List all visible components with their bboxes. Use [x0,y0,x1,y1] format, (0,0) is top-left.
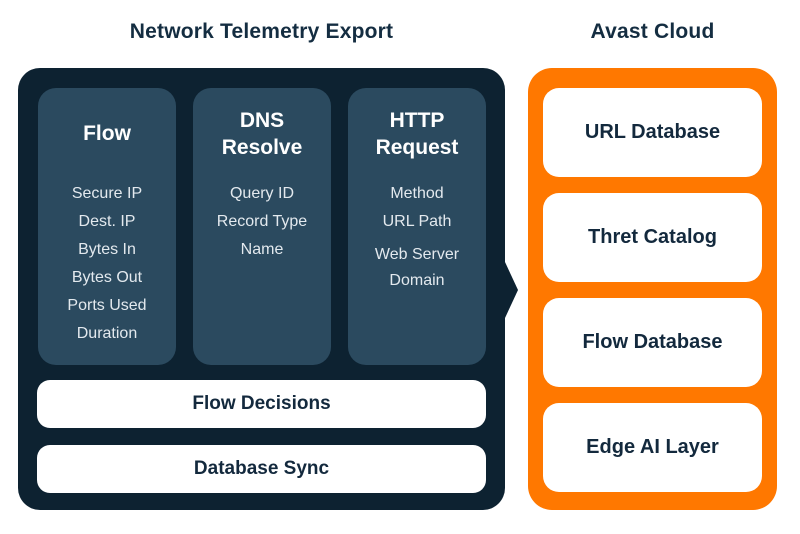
telemetry-panel: Flow Secure IP Dest. IP Bytes In Bytes O… [18,68,518,510]
flow-item: Bytes Out [71,269,143,286]
flow-item: Secure IP [71,185,143,202]
http-item: Web Server Domain [374,246,460,289]
http-item: URL Path [382,213,452,230]
flow-database-box: Flow Database [543,298,762,387]
cloud-panel: URL Database Thret Catalog Flow Database… [528,68,777,510]
flow-item: Duration [76,325,138,342]
dns-item: Name [240,241,284,258]
flow-column: Flow Secure IP Dest. IP Bytes In Bytes O… [38,88,176,365]
dns-resolve-column-items: Query ID Record Type Name [193,180,331,264]
edge-ai-layer-box: Edge AI Layer [543,403,762,492]
http-request-column-header: HTTP Request [375,108,459,159]
url-database-box: URL Database [543,88,762,177]
left-section-title: Network Telemetry Export [129,20,394,43]
flow-column-items: Secure IP Dest. IP Bytes In Bytes Out Po… [38,180,176,348]
flow-item: Dest. IP [78,213,136,230]
right-section-title: Avast Cloud [590,20,715,43]
http-request-column-items: Method URL Path Web Server Domain [348,180,486,294]
database-sync-bar: Database Sync [37,445,486,493]
dns-item: Query ID [229,185,294,202]
threat-catalog-box: Thret Catalog [543,193,762,282]
dns-item: Record Type [216,213,308,230]
flow-item: Ports Used [67,297,147,314]
dns-resolve-column: DNS Resolve Query ID Record Type Name [193,88,331,365]
http-request-column: HTTP Request Method URL Path Web Server … [348,88,486,365]
arrow-right-icon [505,262,518,318]
dns-resolve-column-header: DNS Resolve [221,108,303,159]
flow-decisions-bar: Flow Decisions [37,380,486,428]
flow-item: Bytes In [78,241,136,258]
http-item: Method [390,185,444,202]
flow-column-header: Flow [83,122,131,146]
